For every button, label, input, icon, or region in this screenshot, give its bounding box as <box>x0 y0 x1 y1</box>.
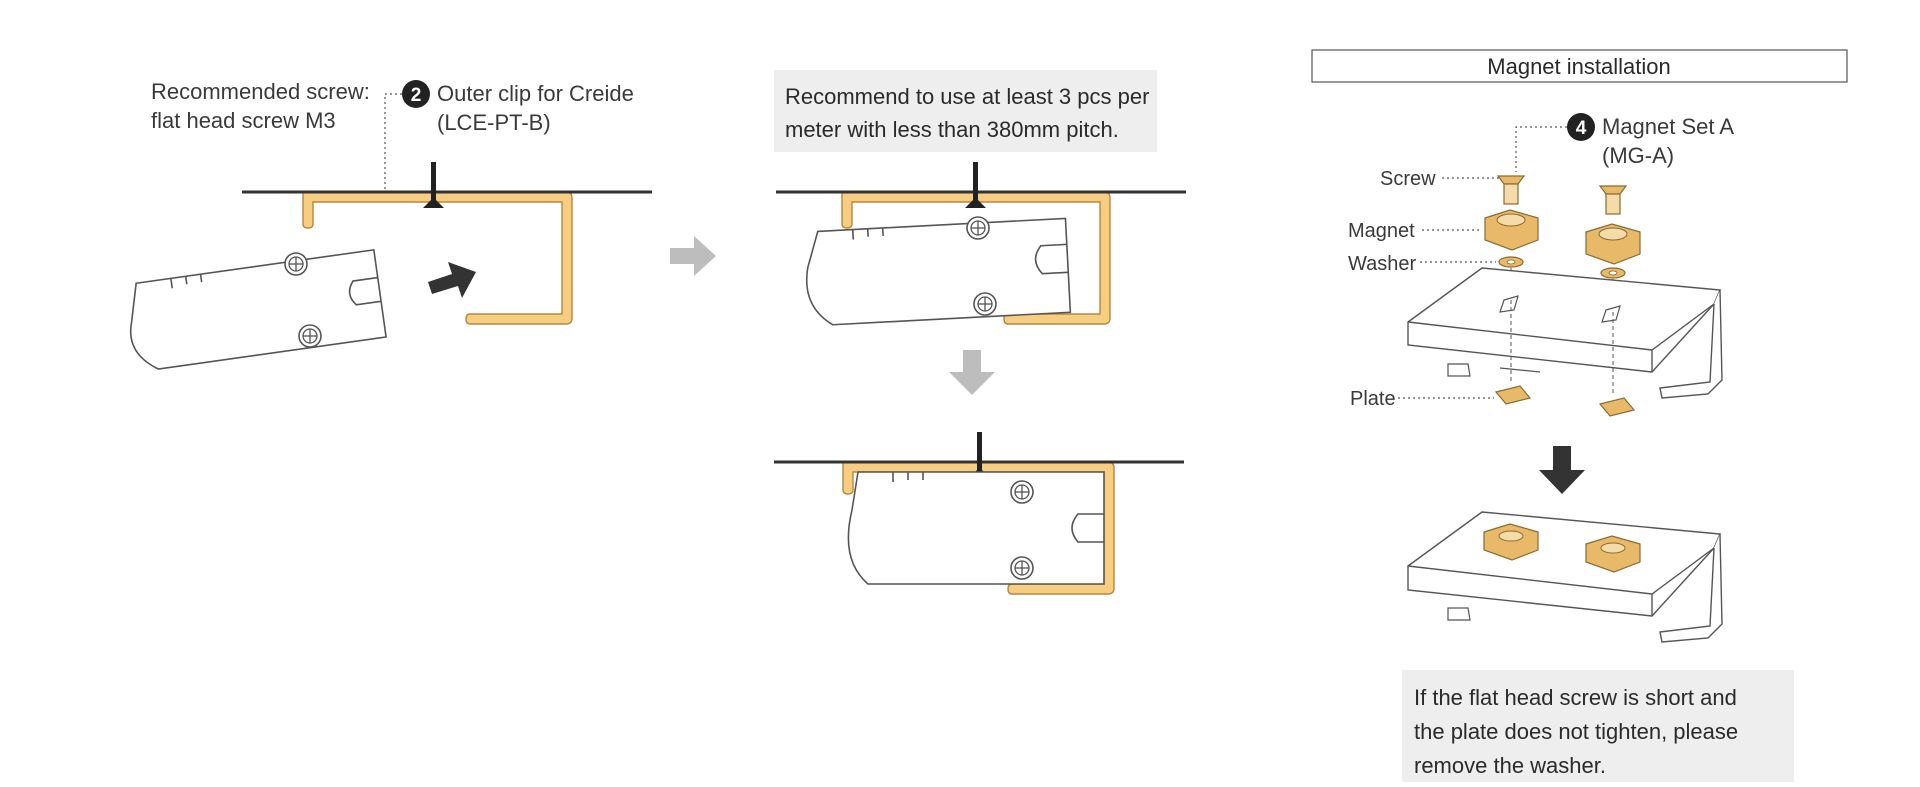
profile-tilted <box>129 248 387 370</box>
pitch-note-box <box>774 70 1157 152</box>
clip-label-line1: Outer clip for Creide <box>437 81 634 106</box>
magnet-title: Magnet installation <box>1487 54 1670 79</box>
magnet-label-line1: Magnet Set A <box>1602 114 1734 139</box>
magnet-label-line2: (MG-A) <box>1602 143 1674 168</box>
pitch-note-line1: Recommend to use at least 3 pcs per <box>785 84 1149 109</box>
panel-3-magnet: Magnet installation 4 Magnet Set A (MG-A… <box>1311 49 1848 782</box>
outer-clip <box>302 191 573 325</box>
mounting-channel-assembled <box>1407 511 1723 643</box>
magnet-badge-circle <box>1567 113 1595 141</box>
ceiling-screw-upper <box>965 162 986 208</box>
profile-seated <box>847 471 1105 585</box>
profile-screwhead-bottom <box>298 324 322 348</box>
outer-clip-lower <box>842 461 1115 595</box>
insert-arrow <box>428 262 476 298</box>
magnet-set-left <box>1484 175 1539 405</box>
pitch-note-line2: meter with less than 380mm pitch. <box>785 117 1119 142</box>
mounting-channel-exploded <box>1407 267 1723 399</box>
ceiling-screw <box>423 162 444 208</box>
magnet-badge-number: 4 <box>1576 118 1587 139</box>
next-step-arrow-down <box>949 350 995 395</box>
clip-leader-line <box>384 93 402 192</box>
profile-screwhead-lower-1 <box>1010 480 1034 504</box>
panel-1-insert: Recommended screw: flat head screw M3 2 … <box>129 79 652 370</box>
washer-note-line2: the plate does not tighten, please <box>1414 719 1738 744</box>
clip-label-line2: (LCE-PT-B) <box>437 110 551 135</box>
panel-2-mounted: Recommend to use at least 3 pcs per mete… <box>774 70 1186 595</box>
profile-partial <box>806 217 1072 326</box>
clip-badge-number: 2 <box>411 85 422 106</box>
profile-screwhead-top <box>284 252 308 276</box>
washer-note-box <box>1402 670 1794 782</box>
washer-note-line1: If the flat head screw is short and <box>1414 685 1737 710</box>
assemble-arrow-down <box>1539 446 1585 494</box>
washer-note-line3: remove the washer. <box>1414 753 1606 778</box>
magnet-leader-line <box>1515 126 1567 172</box>
screw-label-line1: Recommended screw: <box>151 79 370 104</box>
part-label-screw: Screw <box>1380 168 1436 190</box>
clip-badge-circle <box>402 80 430 108</box>
part-label-washer: Washer <box>1348 253 1417 275</box>
part-label-plate: Plate <box>1350 388 1396 410</box>
profile-screwhead-upper-2 <box>973 292 997 316</box>
outer-clip-upper <box>841 191 1111 325</box>
profile-screwhead-lower-2 <box>1010 556 1034 580</box>
magnet-title-box <box>1311 49 1848 83</box>
part-label-magnet: Magnet <box>1348 220 1415 242</box>
next-step-arrow-right <box>670 236 716 276</box>
magnet-set-right <box>1585 185 1641 417</box>
profile-screwhead-upper-1 <box>966 216 990 240</box>
ceiling-screw-lower <box>969 432 990 478</box>
screw-label-line2: flat head screw M3 <box>151 108 336 133</box>
